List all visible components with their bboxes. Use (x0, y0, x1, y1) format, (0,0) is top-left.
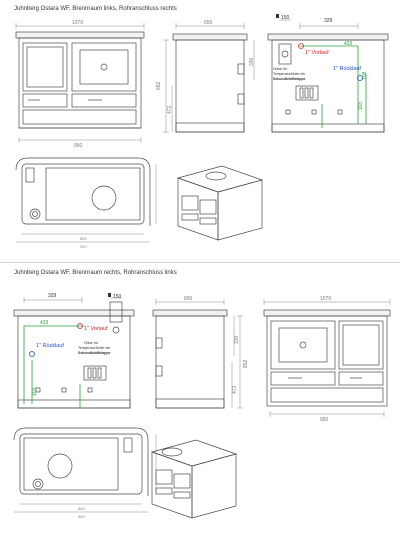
s2-side-view (152, 309, 228, 409)
s1-dim-108: 108 (362, 71, 368, 80)
s2-pipe-icon (108, 293, 111, 297)
s2-rear-offset-label: 329 (48, 293, 57, 299)
s2-plan-dim-a: 855 (78, 506, 85, 511)
s1-rear-dims (279, 19, 359, 29)
s2-dim-433: 433 (40, 320, 49, 326)
s2-front-dims (263, 299, 391, 417)
s1-side-dims (163, 23, 255, 133)
s2-plan-view (13, 427, 149, 496)
s1-plan-dims (16, 164, 157, 243)
s2-sleeve-note-2: Temperaturfühler der (78, 346, 111, 350)
s1-vorlauf-marker (298, 43, 304, 49)
s1-side-view (172, 33, 248, 133)
s1-height-top-label: 330 (249, 57, 255, 66)
s1-plan-dim-a: 855 (80, 236, 87, 241)
s2-ruecklauf-label: 1" Rücklauf (36, 343, 64, 349)
section-divider (0, 262, 400, 263)
s2-side-dims (155, 299, 243, 409)
s1-front-view (15, 31, 145, 129)
s1-height-total-label: 852 (156, 81, 162, 90)
s2-front-width-label: 1070 (320, 296, 331, 302)
s1-dim-118: 118 (358, 102, 364, 110)
s2-plan-dim-b: 950 (78, 514, 85, 519)
s2-vorlauf-marker (77, 323, 83, 329)
s2-rear-dims (23, 297, 122, 303)
s2-rear-view (13, 301, 135, 409)
section2-title: Juhnberg Ostara WF, Brennraum rechts, Ro… (14, 270, 177, 276)
s1-front-width-label: 1070 (72, 20, 83, 26)
s2-front-view (263, 309, 391, 407)
s1-front-dims (15, 23, 145, 143)
s1-rear-offset-label: 329 (324, 18, 333, 24)
s2-iso-view (150, 439, 238, 519)
s2-height-top-label: 330 (234, 335, 240, 344)
s1-pipe-icon (276, 14, 279, 18)
s2-sleeve-note-3: Sekundärluftklappe (78, 351, 111, 355)
s1-height-oven-label: 472 (167, 105, 173, 114)
s1-green-dims (300, 45, 367, 128)
s2-side-depth-label: 655 (184, 296, 193, 302)
s1-rear-view (267, 33, 389, 133)
s1-plan-dim-b: 950 (80, 244, 87, 249)
s1-sleeve-note-2: Temperaturfühler der (273, 72, 306, 76)
s1-iso-view (176, 165, 264, 241)
s1-ruecklauf-marker (357, 75, 363, 81)
s2-base-width-label: 950 (320, 417, 329, 423)
s1-side-depth-label: 655 (204, 20, 213, 26)
s1-plan-view (15, 157, 151, 226)
s2-sleeve-note-1: Hülse für (84, 341, 99, 345)
s2-height-total-label: 852 (243, 359, 249, 368)
s1-dim-433: 433 (344, 41, 353, 47)
s1-vorlauf-label: 1" Vorlauf (305, 50, 329, 56)
s1-ruecklauf-label: 1" Rücklauf (333, 66, 361, 72)
s2-ruecklauf-marker (29, 351, 35, 357)
s2-vorlauf-label: 1" Vorlauf (84, 326, 108, 332)
s2-plan-dims (14, 434, 157, 513)
s1-base-width-label: 950 (74, 143, 83, 149)
s2-height-oven-label: 472 (232, 385, 238, 394)
s2-green-dims (23, 325, 82, 408)
section1-title: Juhnberg Ostara WF, Brennraum links, Roh… (14, 6, 177, 12)
s1-pipe-dia-label: 150 (281, 15, 290, 21)
s1-sleeve-note-3: Sekundärluftklappe (273, 77, 306, 81)
s2-pipe-dia-label: 150 (113, 294, 122, 300)
s1-sleeve-note-1: Hülse für (273, 67, 288, 71)
s2-dim-118: 118 (32, 388, 38, 396)
